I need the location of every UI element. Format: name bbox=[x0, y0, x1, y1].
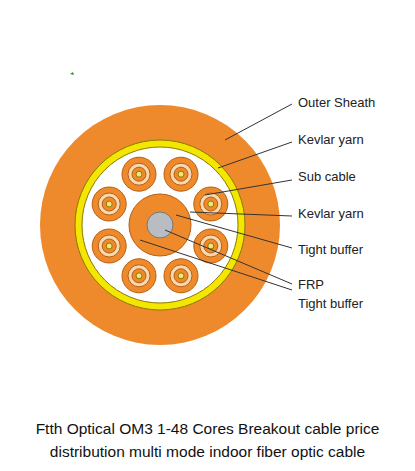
kevlar-ring bbox=[75, 140, 245, 310]
sub-cable-ring bbox=[102, 197, 116, 211]
sub-cable-ring bbox=[132, 269, 146, 283]
inner-space bbox=[82, 147, 238, 303]
sub-cable-ring bbox=[204, 239, 218, 253]
buffer-label: Tight buffer bbox=[298, 242, 363, 258]
sub-cable-ring bbox=[200, 193, 222, 215]
sub-cable-ring bbox=[128, 265, 150, 287]
sub-cable-ring bbox=[122, 157, 156, 191]
subcable-label: Sub cable bbox=[298, 169, 356, 185]
sub-cable-ring bbox=[194, 229, 228, 263]
sub-cable-ring bbox=[122, 259, 156, 293]
sub-cable-ring bbox=[136, 273, 142, 279]
sub-cable-ring bbox=[204, 197, 218, 211]
sub-cable-ring bbox=[170, 265, 192, 287]
sub-cable-ring bbox=[92, 229, 126, 263]
sub-cable-ring bbox=[174, 269, 188, 283]
leader-lines bbox=[140, 104, 292, 290]
sub-cable-ring bbox=[128, 163, 150, 185]
sub-cable-ring bbox=[208, 201, 214, 207]
sub-cable-ring bbox=[92, 187, 126, 221]
frp-core bbox=[147, 212, 173, 238]
sub-cable-ring bbox=[178, 171, 184, 177]
sub-cable-ring bbox=[164, 259, 198, 293]
sub-cable-ring bbox=[132, 167, 146, 181]
sub-cable-ring bbox=[174, 167, 188, 181]
sub-cable-ring bbox=[178, 273, 184, 279]
sub-cable-ring bbox=[106, 243, 112, 249]
caption: Ftth Optical OM3 1-48 Cores Breakout cab… bbox=[5, 417, 410, 463]
buffer-label: Tight buffer bbox=[298, 296, 363, 312]
sub-cable-ring bbox=[164, 157, 198, 191]
kevlar-label: Kevlar yarn bbox=[298, 132, 364, 148]
kevlar-label: Kevlar yarn bbox=[298, 206, 364, 222]
sub-cable-ring bbox=[102, 239, 116, 253]
sub-cable-ring bbox=[98, 193, 120, 215]
sub-cable-ring bbox=[98, 235, 120, 257]
sheath-label: Outer Sheath bbox=[298, 95, 375, 111]
sub-cables bbox=[92, 157, 228, 293]
sub-cable-ring bbox=[170, 163, 192, 185]
outer-sheath bbox=[40, 105, 280, 345]
sub-cable-ring bbox=[106, 201, 112, 207]
sub-cable-ring bbox=[136, 171, 142, 177]
frp-label: FRP bbox=[298, 277, 324, 293]
stray-mark bbox=[70, 72, 74, 75]
